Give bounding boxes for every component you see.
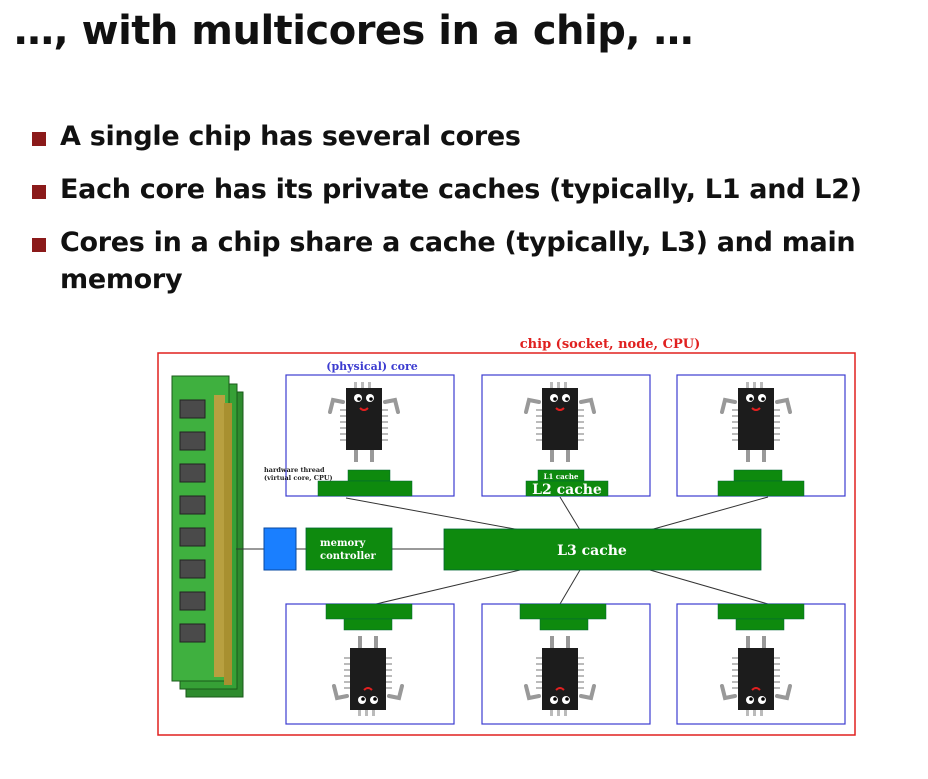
bullet-square-icon xyxy=(32,132,46,146)
core-bottom-3 xyxy=(676,603,846,725)
hw-thread-label: hardware thread xyxy=(264,466,325,474)
core-top-1 xyxy=(285,374,455,497)
core-label: (physical) core xyxy=(326,360,418,373)
hw-thread-sublabel: (virtual core, CPU) xyxy=(264,474,333,482)
chip-border xyxy=(157,352,856,736)
l2-cache-label: L2 cache xyxy=(532,482,602,498)
core-chip-icon xyxy=(328,380,400,464)
core-chip-icon xyxy=(332,634,404,718)
interconnect-lines xyxy=(236,496,769,605)
core-chip-icon xyxy=(524,634,596,718)
bullet-square-icon xyxy=(32,185,46,199)
memory-controller-box xyxy=(305,527,393,571)
memory-controller-label: controller xyxy=(320,551,377,562)
core-bottom-1 xyxy=(285,603,455,725)
core-bottom-2 xyxy=(481,603,651,725)
l3-cache-box xyxy=(443,528,762,571)
bullet-square-icon xyxy=(32,238,46,252)
bullet-text: Cores in a chip share a cache (typically… xyxy=(60,227,856,295)
core-chip-icon xyxy=(720,380,792,464)
core-chip-icon xyxy=(524,380,596,464)
l1-cache-label: L1 cache xyxy=(544,472,579,481)
memory-controller-label: memory xyxy=(320,538,366,549)
bullet-list: A single chip has several cores Each cor… xyxy=(14,118,914,314)
chip-label: chip (socket, node, CPU) xyxy=(520,337,700,352)
core-top-3 xyxy=(676,374,846,497)
bullet-text: Each core has its private caches (typica… xyxy=(60,174,862,205)
bullet-item: A single chip has several cores xyxy=(14,118,914,155)
l3-cache-label: L3 cache xyxy=(557,543,627,559)
bullet-text: A single chip has several cores xyxy=(60,121,521,152)
bullet-item: Each core has its private caches (typica… xyxy=(14,171,914,208)
ram-module-icon xyxy=(171,375,244,698)
bullet-item: Cores in a chip share a cache (typically… xyxy=(14,224,914,298)
core-top-2 xyxy=(481,374,651,497)
memory-interface-box xyxy=(263,527,297,571)
slide-title: …, with multicores in a chip, … xyxy=(14,8,693,54)
core-chip-icon xyxy=(720,634,792,718)
